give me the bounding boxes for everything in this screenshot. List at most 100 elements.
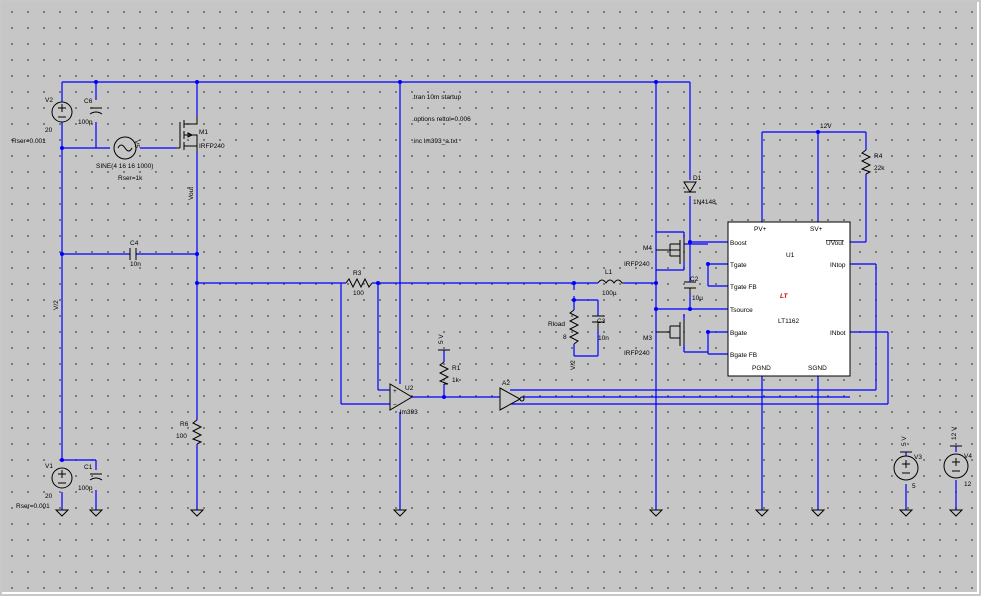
u1-ref: U1 xyxy=(786,252,795,259)
wires[interactable] xyxy=(61,81,957,510)
capacitor-c3[interactable]: C3 10n xyxy=(592,315,609,342)
u1-pin-boost: Boost xyxy=(730,240,747,247)
comparator-u2[interactable]: + − U2 lm393 xyxy=(389,383,418,416)
u1-supply-label: 12V xyxy=(820,123,832,130)
u1-pin-sgnd: SGND xyxy=(808,365,827,372)
v2-net-label-left: V/2 xyxy=(53,300,60,310)
capacitor-c2[interactable]: C2 10µ xyxy=(684,276,703,302)
v4-ref: V4 xyxy=(964,453,972,460)
c1-ref: C1 xyxy=(84,464,93,471)
u1-pin-intop: INtop xyxy=(830,262,846,269)
l1-ref: L1 xyxy=(605,269,613,276)
v1-value: 20 xyxy=(45,493,53,500)
driver-ic-u1[interactable]: PV+ SV+ Boost Tgate Tgate FB Tsource Bga… xyxy=(727,221,851,377)
v3-supply-label: 5 V xyxy=(901,436,908,446)
v2-value: 20 xyxy=(45,127,53,134)
u1-pin-pv: PV+ xyxy=(754,226,767,233)
u1-pin-sv: SV+ xyxy=(810,226,823,233)
r3-value: 100 xyxy=(353,290,364,297)
rload-value: 8 xyxy=(563,334,567,341)
d1-ref: D1 xyxy=(693,175,702,182)
vout-label: Vout xyxy=(188,187,195,200)
v2-ref: V2 xyxy=(45,97,53,104)
u1-pin-tsource: Tsource xyxy=(730,307,753,314)
r3-ref: R3 xyxy=(353,270,362,277)
v4-supply-label: 12 V xyxy=(951,426,958,440)
c6-ref: C6 xyxy=(84,98,93,105)
l1-value: 100µ xyxy=(602,290,617,297)
mosfet-m1[interactable]: M1 IRFP240 xyxy=(176,116,225,152)
capacitor-c6[interactable]: C6 100p xyxy=(78,98,103,126)
r4-ref: R4 xyxy=(874,153,883,160)
rload-ref: Rload xyxy=(548,321,565,328)
c4-ref: C4 xyxy=(130,240,139,247)
directive-tran[interactable]: .tran 10m startup xyxy=(412,94,462,101)
a2-ref: A2 xyxy=(502,380,510,387)
capacitor-c4[interactable]: C4 10n xyxy=(129,240,141,268)
svg-text:+: + xyxy=(393,388,397,395)
r1-value: 1k xyxy=(452,377,460,384)
m1-value: IRFP240 xyxy=(199,143,225,150)
v5-value: SINE(4 16 16 1000) xyxy=(96,163,153,170)
c3-ref: C3 xyxy=(597,318,606,325)
u1-pin-tgatefb: Tgate FB xyxy=(730,284,757,291)
m4-value: IRFP240 xyxy=(624,261,650,268)
r6-ref: R6 xyxy=(180,421,189,428)
r6-value: 100 xyxy=(176,433,187,440)
v4-value: 12 xyxy=(964,481,972,488)
resistor-rload[interactable]: Rload 8 xyxy=(548,309,580,345)
u1-pin-tgate: Tgate xyxy=(730,262,747,269)
m3-value: IRFP240 xyxy=(624,350,650,357)
diode-d1[interactable]: D1 1N4148 xyxy=(683,175,716,206)
u2-ref: U2 xyxy=(405,385,414,392)
junctions xyxy=(60,80,820,462)
sine-source-v5[interactable]: V5 SINE(4 16 16 1000) Rser=1k xyxy=(96,136,153,182)
capacitor-c1[interactable]: C1 100p xyxy=(78,464,103,492)
u1-part: LT1162 xyxy=(778,318,799,325)
c6-value: 100p xyxy=(78,119,93,126)
d1-value: 1N4148 xyxy=(693,199,716,206)
v5-rser: Rser=1k xyxy=(118,175,143,182)
directive-options[interactable]: .options reltol=0.006 xyxy=(412,116,471,123)
c2-ref: C2 xyxy=(690,276,699,283)
mosfet-m3[interactable]: M3 IRFP240 xyxy=(624,320,685,357)
r4-value: 22k xyxy=(874,165,885,172)
voltage-source-v4[interactable]: 12 V V4 12 xyxy=(943,426,972,488)
u1-pin-inbot: INbot xyxy=(830,330,846,337)
voltage-source-v2[interactable]: V2 20 Rser=0.001 xyxy=(12,97,73,145)
inverter-a2[interactable]: A2 xyxy=(499,380,525,411)
voltage-source-v3[interactable]: 5 V V3 5 xyxy=(893,436,922,490)
c2-value: 10µ xyxy=(692,295,703,302)
voltage-source-v1[interactable]: V1 20 Rser=0.001 xyxy=(16,463,73,510)
m4-ref: M4 xyxy=(643,245,652,252)
resistor-r6[interactable]: R6 100 xyxy=(176,419,203,445)
v3-ref: V3 xyxy=(914,454,922,461)
mosfet-m4[interactable]: M4 IRFP240 xyxy=(624,238,685,268)
v5-ref: V5 xyxy=(133,140,140,148)
c1-value: 100p xyxy=(78,485,93,492)
v2-net-label-mid: V/2 xyxy=(570,360,577,370)
inductor-l1[interactable]: L1 100µ xyxy=(597,269,624,297)
v2-rser: Rser=0.001 xyxy=(12,138,46,145)
c4-value: 10n xyxy=(130,261,141,268)
directive-include[interactable]: .inc lm393_a.txt xyxy=(412,138,458,145)
svg-text:−: − xyxy=(393,402,397,409)
u2-value: lm393 xyxy=(400,409,418,416)
m3-ref: M3 xyxy=(643,335,652,342)
resistor-r4[interactable]: R4 22k xyxy=(860,149,885,175)
v1-rser: Rser=0.001 xyxy=(16,503,50,510)
resistor-r1[interactable]: 5 V R1 1k xyxy=(438,334,461,385)
u1-pin-uvout: UVout xyxy=(826,240,844,247)
lt-logo-icon: LT xyxy=(780,293,788,300)
u1-pin-bgate: Bgate xyxy=(730,330,747,337)
r1-ref: R1 xyxy=(452,365,461,372)
u1-pin-pgnd: PGND xyxy=(752,365,771,372)
c3-value: 10n xyxy=(598,335,609,342)
u1-pin-bgatefb: Bgate FB xyxy=(730,352,757,359)
resistor-r3[interactable]: R3 100 xyxy=(345,270,373,297)
r1-supply-label: 5 V xyxy=(438,334,445,344)
m1-ref: M1 xyxy=(199,129,208,136)
v3-value: 5 xyxy=(912,483,916,490)
